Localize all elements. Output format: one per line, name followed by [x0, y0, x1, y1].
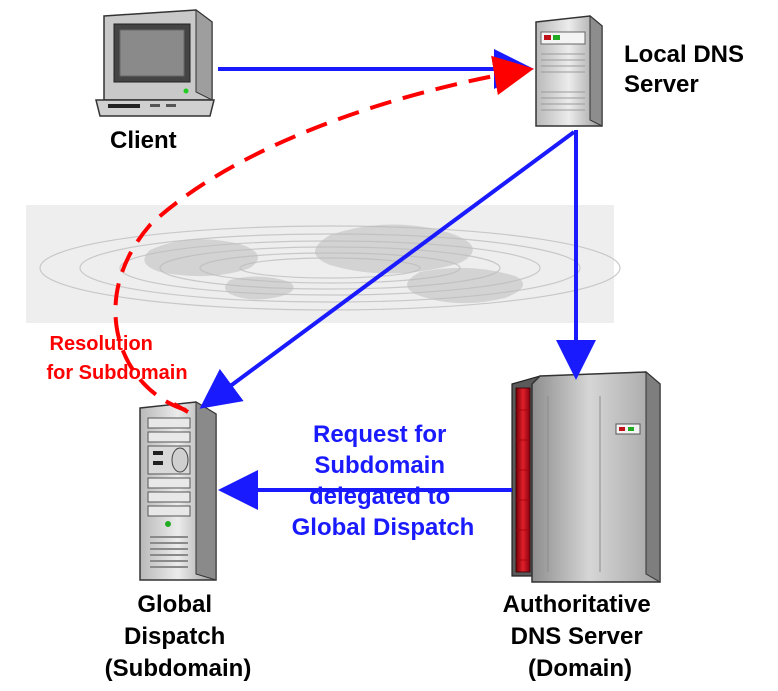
delegation-label: Request for Subdomain delegated to Globa…: [292, 421, 475, 541]
local-dns-server-icon: [535, 14, 603, 127]
authoritative-dns-label-line-2: DNS Server: [511, 623, 643, 650]
delegation-label-line-2: Subdomain: [314, 452, 445, 479]
client-label: Client: [110, 127, 177, 154]
local-dns-to-global-dispatch-arrow: [199, 130, 576, 409]
delegation-label-line-3: delegated to: [309, 483, 450, 510]
resolution-label-line-2: for Subdomain: [46, 362, 187, 384]
resolution-label: Resolution for Subdomain: [46, 333, 187, 384]
delegation-label-line-4: Global Dispatch: [292, 514, 475, 541]
global-dispatch-label-line-3: (Subdomain): [105, 655, 252, 682]
local-dns-label-line-2: Server: [624, 71, 699, 98]
resolution-dashed-arrow: [113, 55, 534, 412]
client-computer-icon: [95, 9, 215, 117]
background-map-band: [26, 205, 621, 323]
authoritative-dns-label: Authoritative DNS Server (Domain): [503, 591, 658, 682]
delegation-label-line-1: Request for: [313, 421, 446, 448]
authoritative-dns-label-line-3: (Domain): [528, 655, 632, 682]
global-dispatch-server-icon: [139, 401, 217, 581]
local-dns-label-line-1: Local DNS: [624, 41, 744, 68]
global-dispatch-label-line-1: Global: [137, 591, 212, 618]
global-dispatch-label-line-2: Dispatch: [124, 623, 225, 650]
global-dispatch-label: Global Dispatch (Subdomain): [105, 591, 252, 682]
resolution-label-line-1: Resolution: [50, 333, 153, 355]
local-dns-label: Local DNS Server: [624, 41, 751, 98]
resolution-start-segment: [173, 402, 189, 414]
authoritative-dns-label-line-1: Authoritative: [503, 591, 651, 618]
authoritative-dns-server-icon: [511, 370, 661, 583]
